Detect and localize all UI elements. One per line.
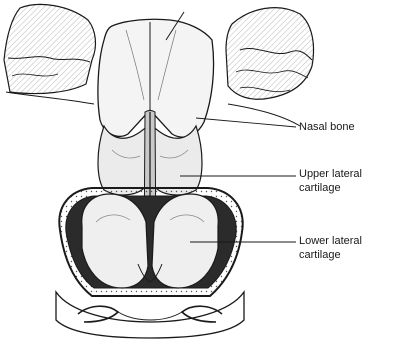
- label-nasal-bone: Nasal bone: [299, 120, 355, 134]
- label-lower-lateral-line2: cartilage: [299, 248, 362, 262]
- label-upper-lateral-line2: cartilage: [299, 181, 362, 195]
- nasal-bone-leader: [196, 118, 296, 127]
- right-orbital-bone: [226, 8, 314, 100]
- label-lower-lateral-cartilage: Lower lateral cartilage: [299, 234, 362, 262]
- label-lower-lateral-line1: Lower lateral: [299, 234, 362, 248]
- label-upper-lateral-line1: Upper lateral: [299, 167, 362, 181]
- label-upper-lateral-cartilage: Upper lateral cartilage: [299, 167, 362, 195]
- nostrils: [56, 292, 244, 338]
- label-nasal-bone-text: Nasal bone: [299, 120, 355, 134]
- left-orbital-bone: [4, 4, 95, 93]
